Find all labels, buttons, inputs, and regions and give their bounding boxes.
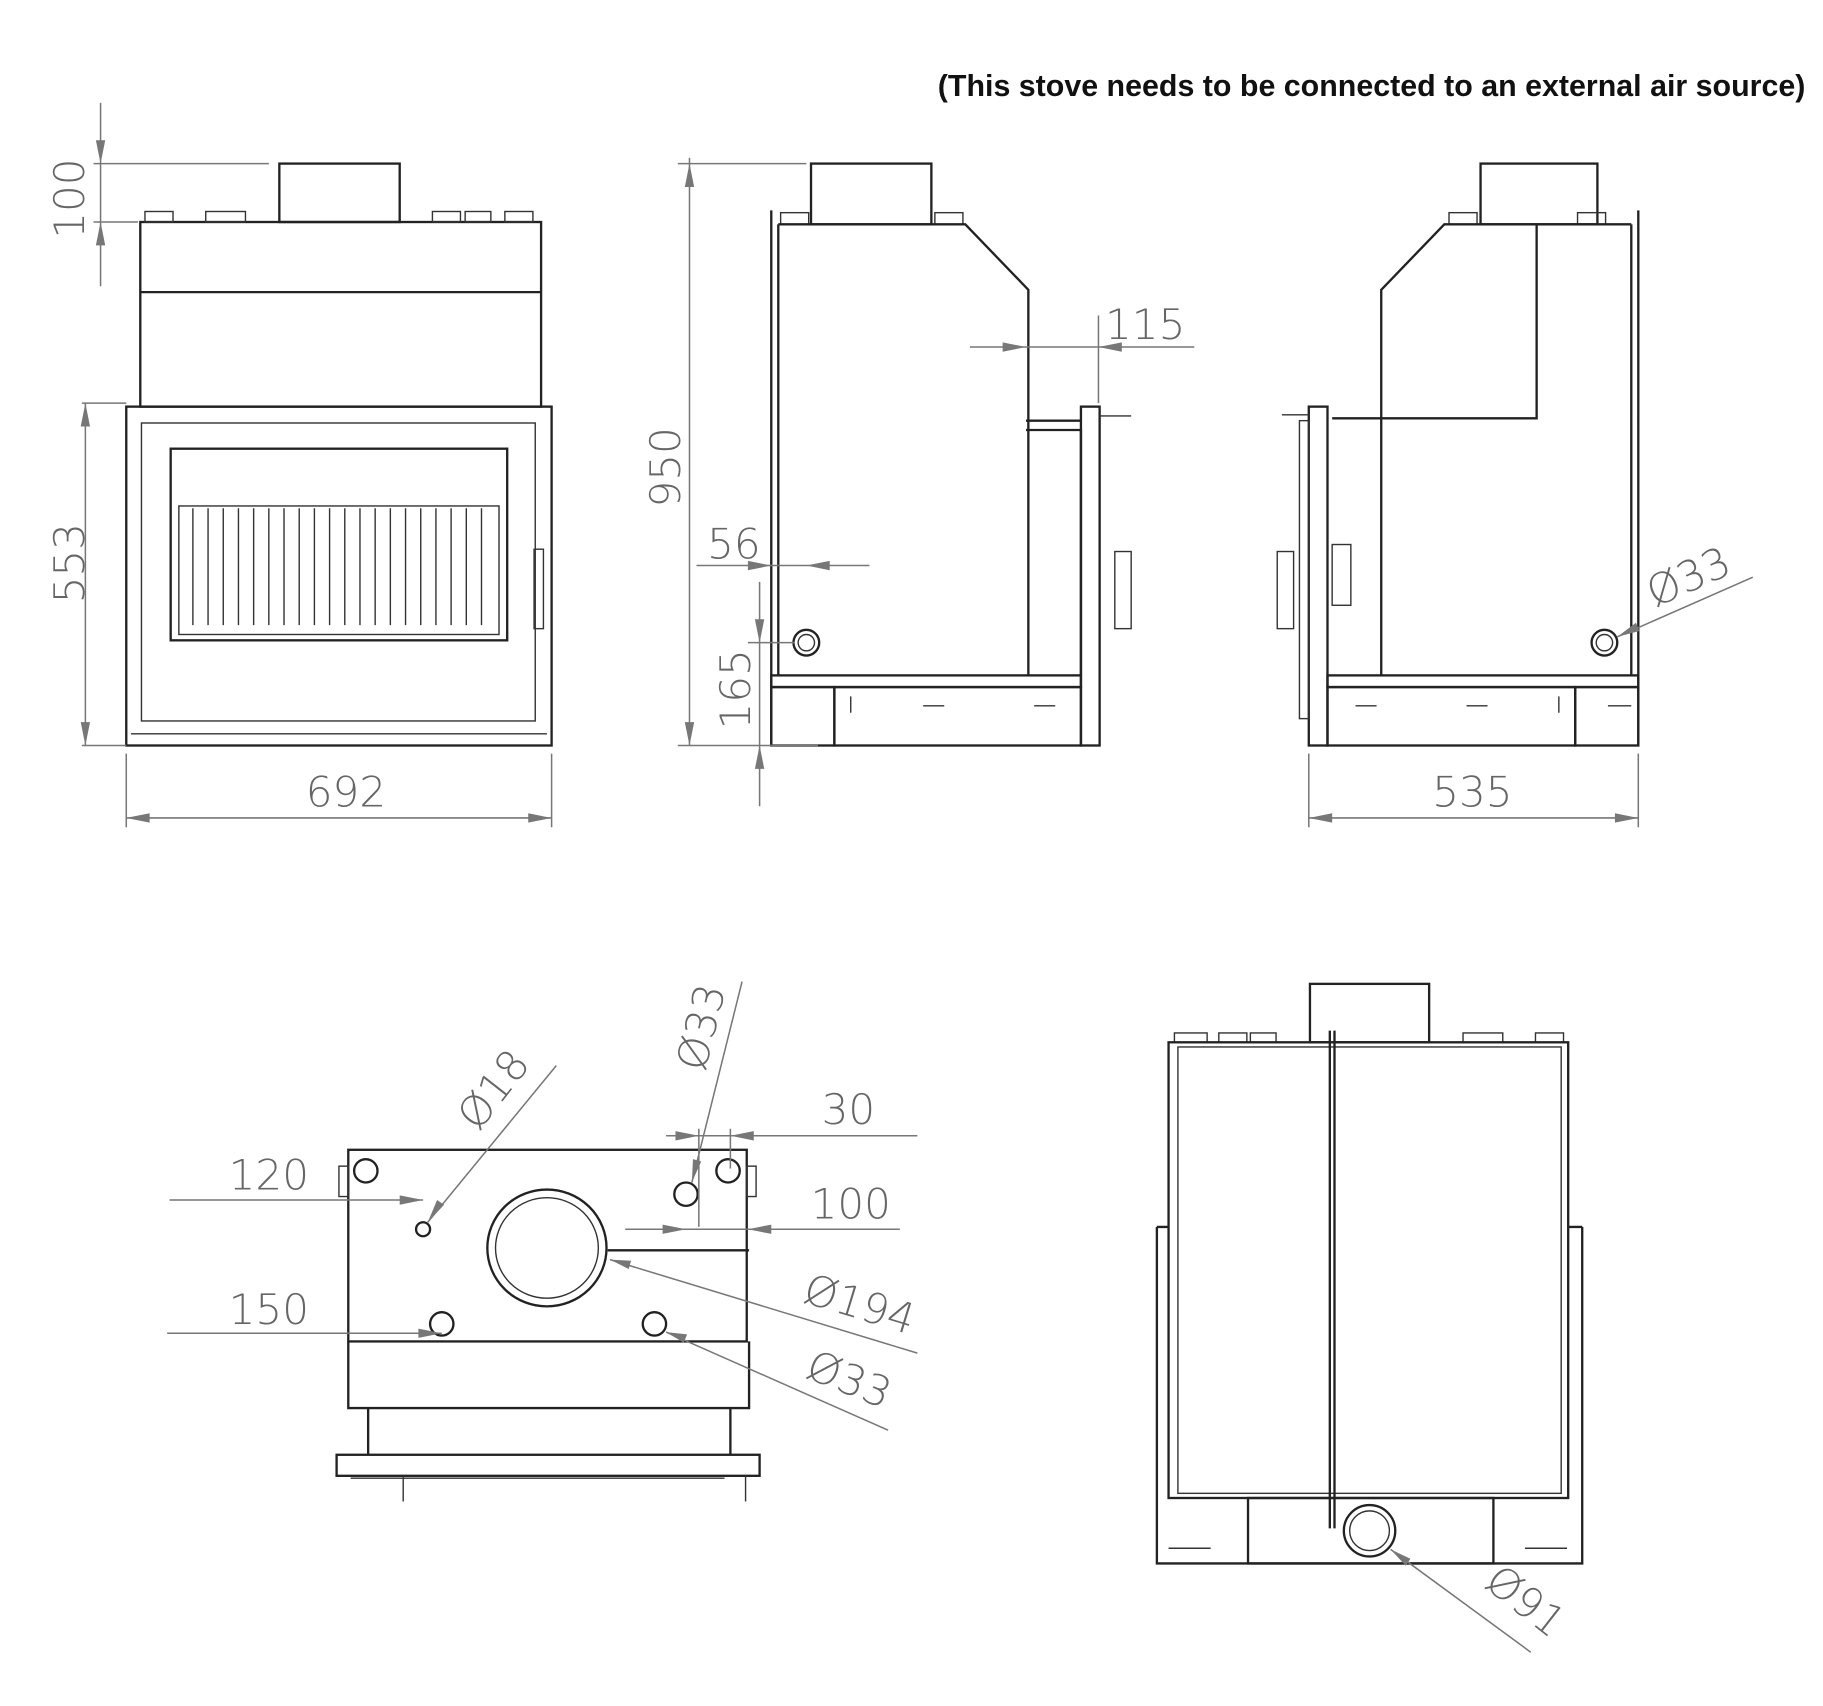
dim-18: Ø18	[447, 1040, 539, 1138]
dim-top-100: 100	[45, 159, 94, 239]
dim-door-553: 553	[45, 523, 94, 603]
front-view: 100 553 692	[45, 102, 553, 828]
top-view: 120 150 Ø18 Ø33 30 100 Ø194 Ø33	[167, 979, 921, 1502]
dim-depth-535: 535	[1432, 767, 1512, 816]
grate	[178, 505, 500, 636]
side-view-left: 950 115 56 165	[641, 157, 1195, 807]
dim-height-950: 950	[641, 427, 690, 507]
dim-33-bottom: Ø33	[800, 1340, 899, 1418]
side-view-right: Ø33 535	[1276, 162, 1754, 828]
dim-width-692: 692	[306, 767, 386, 816]
rear-view: Ø91	[1155, 982, 1584, 1653]
dim-120: 120	[229, 1151, 309, 1200]
dim-56: 56	[707, 520, 761, 569]
dim-165: 165	[711, 649, 760, 729]
external-air-note: (This stove needs to be connected to an …	[938, 69, 1806, 103]
dim-150: 150	[229, 1285, 309, 1334]
dim-30: 30	[822, 1085, 876, 1134]
dim-91: Ø91	[1476, 1555, 1574, 1647]
dim-194: Ø194	[798, 1264, 921, 1344]
dim-100: 100	[811, 1180, 891, 1229]
dim-115: 115	[1105, 300, 1185, 349]
dim-33-top: Ø33	[667, 979, 735, 1075]
